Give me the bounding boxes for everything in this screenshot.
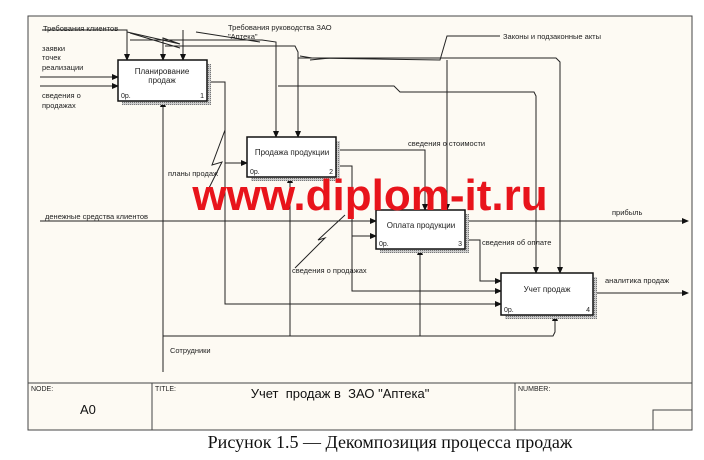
label-sales-analytics: аналитика продаж (605, 276, 669, 285)
title-block-cell (652, 409, 693, 431)
label-client-requirements: Требования клиентов (43, 24, 118, 33)
box-title: Учет продаж (524, 285, 571, 294)
box-outline (117, 59, 208, 102)
squiggle-sales-plans (207, 129, 226, 191)
arrow-client-requirements (42, 29, 130, 61)
box-cost: 0р. (504, 307, 514, 314)
box-title: Планирование (135, 67, 190, 76)
arrow-sales-plans (207, 81, 248, 166)
arrow-laws (299, 35, 500, 61)
watermark: www.diplom-it.ru (191, 171, 547, 220)
label-employees: Сотрудники (170, 346, 211, 355)
activity-box-1[interactable]: Планирование продаж 0р. 1 (117, 59, 211, 105)
arrow-labels: Требования клиентов Требования руководст… (42, 23, 669, 355)
label-sales-info-in: сведения о (42, 91, 81, 100)
box-outline (246, 136, 337, 178)
arrow-cost-info (336, 149, 428, 211)
label-cost-info: сведения о стоимости (408, 139, 485, 148)
squiggle-requirements (129, 31, 331, 61)
label-laws: Законы и подзаконные акты (503, 32, 601, 41)
node-label: NODE: (31, 386, 53, 393)
figure-caption: Рисунок 1.5 — Декомпозиция процесса прод… (208, 432, 573, 452)
arrow-client-requirements-branch (126, 31, 181, 61)
arrow-laws-to-box4 (298, 57, 563, 274)
label-orders: заявки (42, 44, 65, 53)
number-label: NUMBER: (518, 386, 550, 393)
squiggle-sales-info (294, 214, 346, 269)
box-title: Продажа продукции (255, 148, 329, 157)
label-sales-info: сведения о продажах (292, 266, 367, 275)
diagram-title: Учет продаж в ЗАО "Аптека" (251, 386, 430, 401)
box-cost: 0р. (250, 169, 260, 176)
arrow-laws-branch (165, 45, 301, 138)
arrow-sales-info-to-box4 (351, 230, 502, 294)
arrow-sales-plans-to-box4 (224, 160, 502, 307)
box-outline (500, 272, 594, 316)
arrow-requirements-to-box4 (278, 85, 539, 274)
arrow-sales-info (336, 165, 377, 239)
label-management-requirements: "Аптека" (228, 32, 258, 41)
label-client-money: денежные средства клиентов (45, 212, 148, 221)
box-number: 3 (458, 241, 462, 248)
box-outline (375, 209, 466, 250)
activity-box-2[interactable]: Продажа продукции 0р. 2 (246, 136, 340, 181)
label-management-requirements: Требования руководства ЗАО (228, 23, 332, 32)
label-orders: точек (42, 53, 61, 62)
arrow-management-requirements (130, 39, 279, 138)
box-title: Оплата продукции (387, 221, 455, 230)
activity-box-4[interactable]: Учет продаж 0р. 4 (500, 272, 597, 319)
label-payment-info: сведения об оплате (482, 238, 551, 247)
label-sales-info-in: продажах (42, 101, 76, 110)
arrow-payment-info (465, 239, 502, 284)
arrow-employees (162, 314, 558, 372)
label-sales-plans: планы продаж (168, 169, 218, 178)
label-profit: прибыль (612, 208, 642, 217)
box-cost: 0р. (379, 241, 389, 248)
title-label: TITLE: (155, 386, 176, 393)
box-number: 2 (329, 169, 333, 176)
activity-box-3[interactable]: Оплата продукции 0р. 3 (375, 209, 469, 253)
label-orders: реализации (42, 63, 83, 72)
box-number: 4 (586, 307, 590, 314)
box-cost: 0р. (121, 93, 131, 100)
box-title: продаж (148, 76, 176, 85)
box-number: 1 (200, 93, 204, 100)
node-value: A0 (80, 402, 96, 417)
arrows (40, 29, 689, 372)
